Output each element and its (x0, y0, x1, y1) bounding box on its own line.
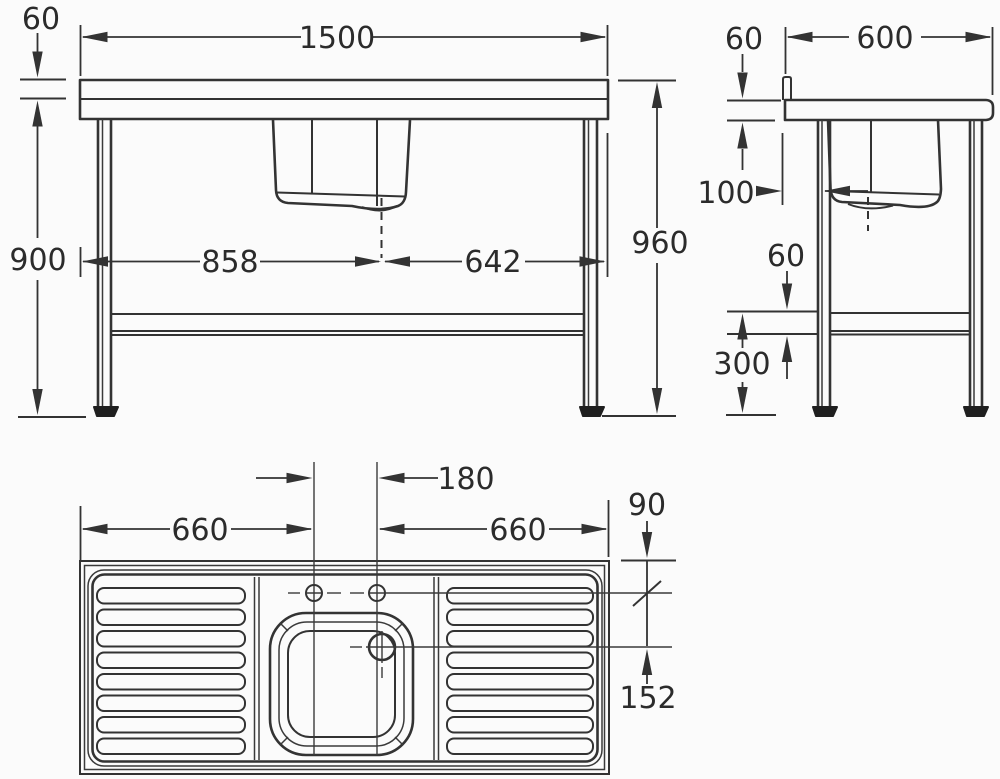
front-rails (111, 313, 584, 336)
front-upstand-label: 60 (22, 2, 60, 37)
side-dim-depth: 600 (784, 21, 994, 95)
plan-dim-660-right: 660 (378, 500, 610, 557)
side-rail-height-label: 300 (713, 347, 770, 382)
plan-dim-152: 152 (619, 593, 677, 716)
plan-tap-holes (288, 462, 672, 755)
front-worktop (78, 78, 610, 121)
front-dim-upstand: 60 (20, 2, 66, 100)
side-rail (830, 312, 970, 336)
side-view: 60 600 100 60 (697, 21, 995, 417)
front-right-foot (579, 406, 605, 417)
plan-bowl (268, 611, 415, 757)
front-overall-height-label: 960 (631, 226, 688, 261)
plan-waste-hole (350, 631, 672, 678)
side-worktop (782, 76, 995, 122)
front-view: 60 1500 900 (9, 2, 689, 418)
plan-view: 660 180 660 90 (79, 462, 677, 775)
front-dim-width: 1500 (79, 21, 609, 76)
front-dim-642: 642 (384, 133, 609, 280)
side-bowl-setback-label: 100 (697, 176, 754, 211)
front-dim-858: 858 (79, 245, 381, 280)
plan-right-drainer (446, 587, 594, 755)
side-top-thickness-label: 60 (725, 22, 763, 57)
plan-left-drainer (96, 587, 246, 755)
side-bowl (826, 119, 943, 231)
side-back-foot (812, 406, 838, 417)
side-dim-300: 300 (713, 313, 776, 416)
front-left-foot (93, 406, 119, 417)
front-waste-right-label: 642 (464, 245, 521, 280)
side-depth-label: 600 (856, 21, 913, 56)
side-dim-top60: 60 (725, 22, 781, 170)
front-waste-left-label: 858 (201, 245, 258, 280)
plan-right-drainer-label: 660 (489, 513, 546, 548)
front-width-label: 1500 (299, 21, 375, 56)
front-leg-height-label: 900 (9, 243, 66, 278)
plan-tap-setback-label: 90 (628, 488, 666, 523)
plan-left-drainer-label: 660 (171, 513, 228, 548)
plan-dim-90: 90 (621, 488, 676, 607)
front-dim-height: 960 (602, 79, 689, 417)
side-dim-100: 100 (697, 133, 868, 211)
front-legs (93, 119, 605, 417)
plan-waste-offset-label: 152 (619, 681, 676, 716)
side-rail-section-label: 60 (767, 239, 805, 274)
plan-dim-180: 180 (256, 462, 495, 497)
front-bowl (271, 119, 412, 258)
plan-dim-660-left: 660 (79, 506, 313, 560)
plan-outline (79, 560, 610, 775)
side-front-foot (963, 406, 989, 417)
side-legs (812, 120, 989, 417)
front-dim-900: 900 (9, 100, 86, 418)
plan-tap-centres-label: 180 (437, 462, 494, 497)
